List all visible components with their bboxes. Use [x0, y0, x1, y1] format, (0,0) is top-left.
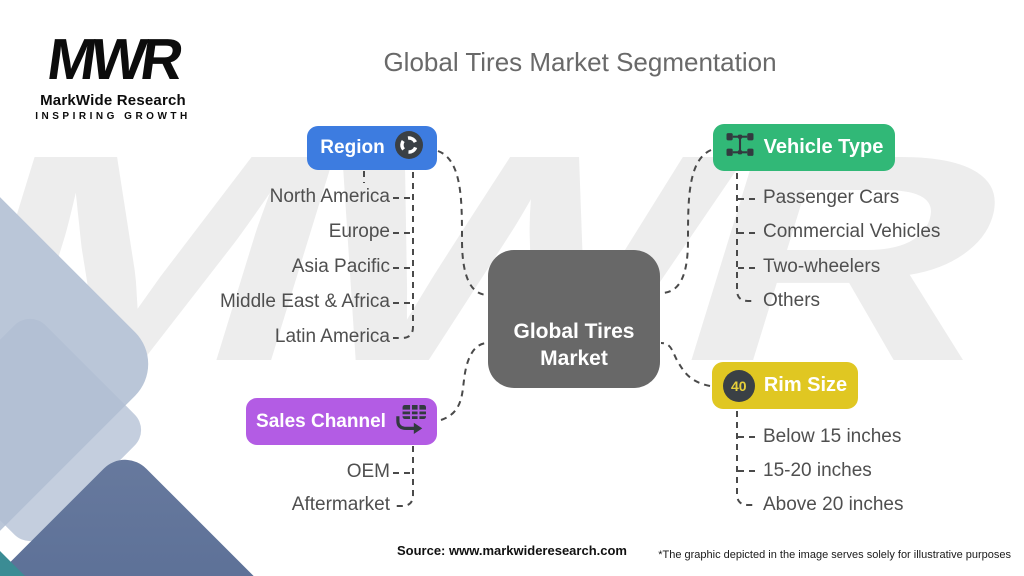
rim-to-center-connector: [660, 342, 711, 387]
vehicle-chassis-icon: [725, 131, 755, 164]
center-node-label-line2: Market: [540, 347, 608, 370]
rim-size-item: Above 20 inches: [763, 494, 904, 515]
logo-tagline: INSPIRING GROWTH: [35, 111, 191, 122]
tire-wheel-icon: [394, 130, 424, 166]
vehicle-type-item: Passenger Cars: [763, 187, 900, 208]
region-items-spine: [393, 172, 414, 339]
region-badge-label: Region: [320, 137, 385, 158]
sales-badge-label: Sales Channel: [256, 410, 386, 432]
markwide-logo: MWR MarkWide Research INSPIRING GROWTH: [33, 27, 193, 122]
rim-badge-label: Rim Size: [763, 374, 848, 396]
branch-badge-vehicle-type: Vehicle Type: [713, 124, 895, 171]
branch-badge-sales-channel: Sales Channel: [246, 398, 437, 445]
sales-items-spine: [393, 446, 414, 507]
rim-item-ticks: [738, 436, 756, 472]
region-item: Middle East & Africa: [219, 291, 390, 312]
region-item: North America: [269, 186, 390, 207]
sales-to-center-connector: [440, 342, 489, 421]
logo-acronym: MWR: [43, 27, 183, 92]
center-node-label-line1: Global Tires: [513, 320, 635, 343]
region-item: Europe: [328, 221, 390, 242]
rim-size-item: Below 15 inches: [763, 426, 902, 447]
region-item-ticks: [393, 197, 412, 304]
source-credit: Source: www.markwideresearch.com: [396, 543, 627, 558]
vehicle-type-item: Two-wheelers: [763, 256, 881, 277]
vehicle-to-center-connector: [660, 149, 712, 294]
disclaimer-note: *The graphic depicted in the image serve…: [658, 549, 1011, 561]
rim-size-item: 15-20 inches: [763, 460, 872, 481]
region-to-center-connector: [437, 150, 489, 296]
branch-badge-rim-size: 40 Rim Size: [712, 362, 858, 409]
vehicle-type-item: Others: [763, 290, 821, 311]
region-item: Asia Pacific: [291, 256, 390, 277]
rim-items-spine: [736, 411, 756, 506]
sales-channel-item: Aftermarket: [291, 494, 390, 515]
sales-channel-item: OEM: [346, 461, 390, 482]
page-title: Global Tires Market Segmentation: [383, 47, 777, 77]
rim-40-icon: 40: [722, 369, 755, 402]
vehicle-type-item: Commercial Vehicles: [763, 221, 941, 242]
vehicle-items-spine: [736, 173, 756, 302]
center-node-global-tires-market: Global Tires Market: [488, 250, 660, 388]
distribution-grid-arrow-icon: [395, 404, 427, 440]
vehicle-item-ticks: [738, 198, 756, 269]
vehicle-badge-label: Vehicle Type: [763, 136, 884, 158]
region-item: Latin America: [274, 326, 390, 347]
logo-name: MarkWide Research: [40, 92, 186, 109]
branch-badge-region: Region: [307, 126, 437, 170]
